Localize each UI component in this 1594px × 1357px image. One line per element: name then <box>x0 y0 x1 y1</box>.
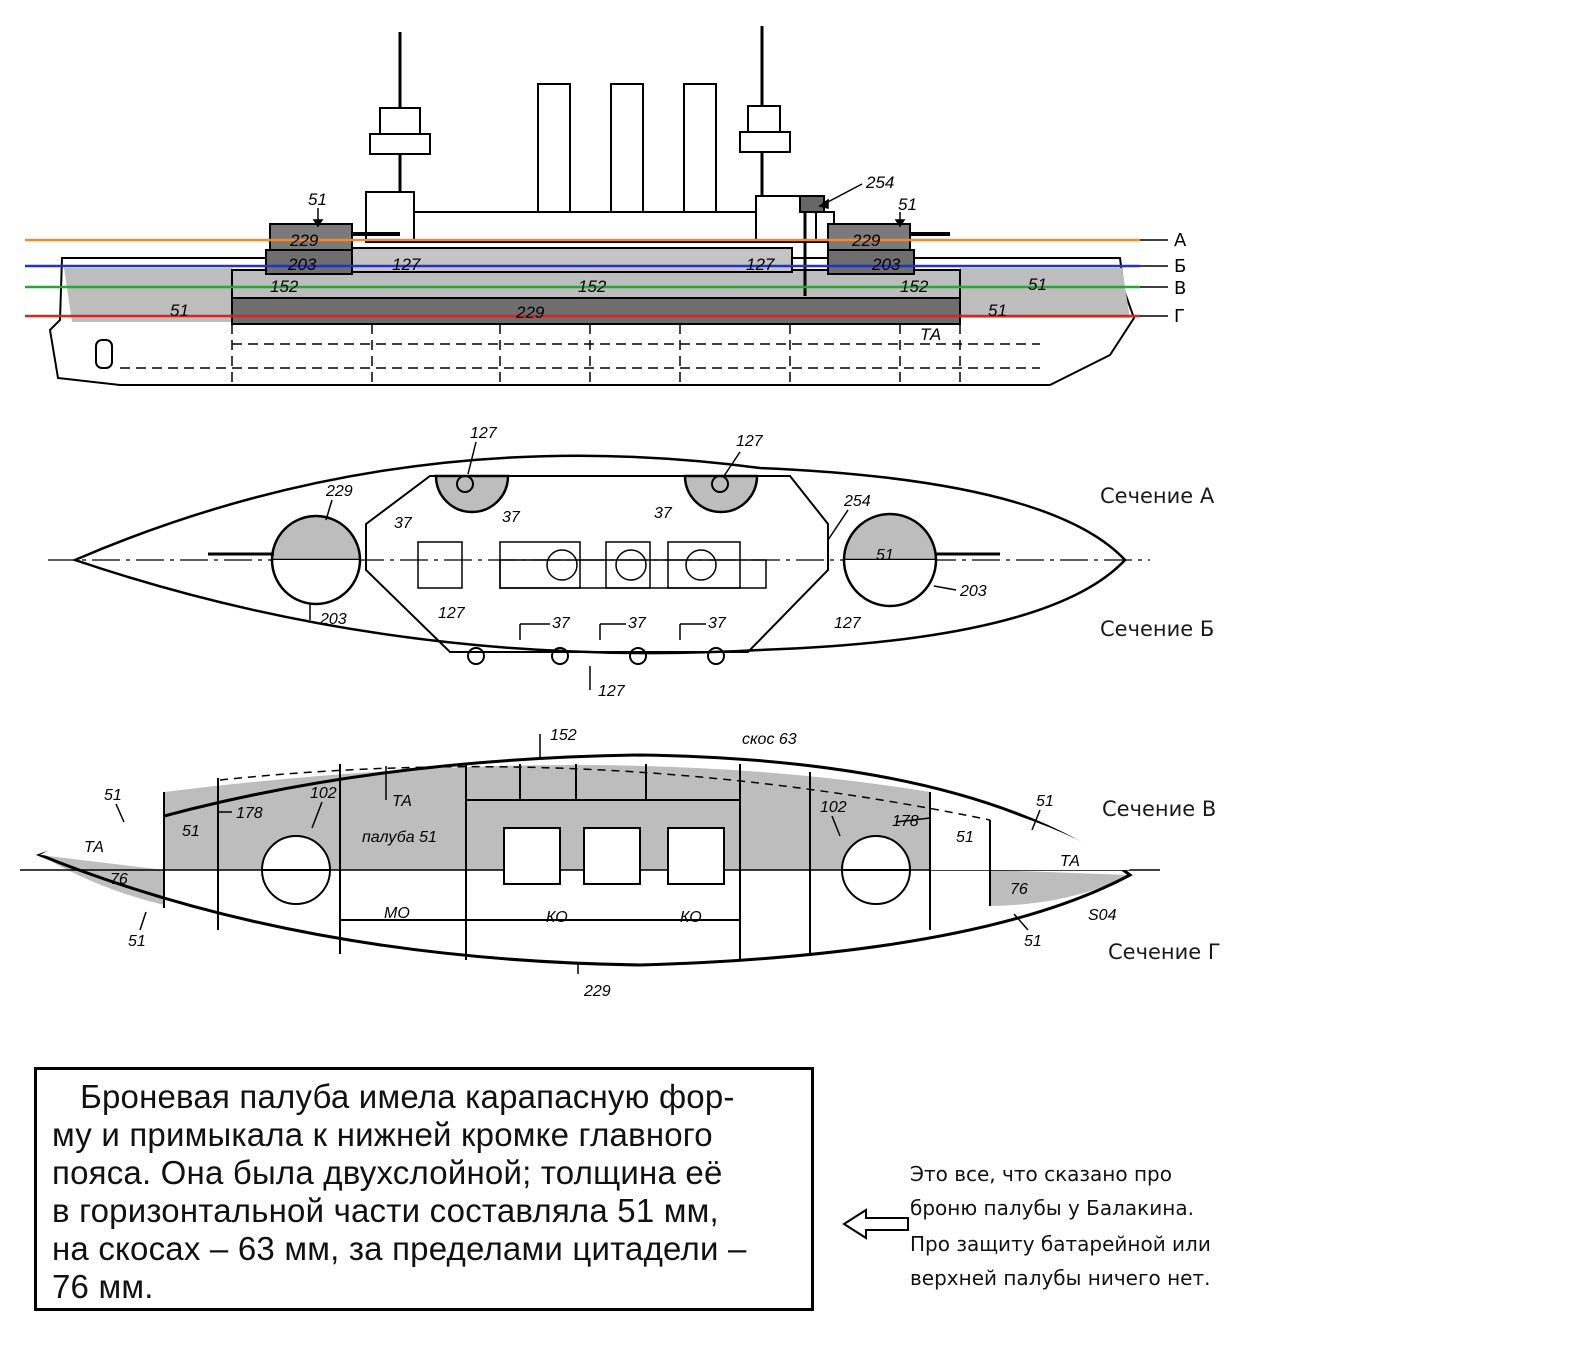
deck-label-b: Б <box>1174 256 1186 277</box>
plan-ab-casemate-fwd: 127 <box>470 425 498 442</box>
section-label-b: Сечение Б <box>1100 617 1215 641</box>
profile-upper-belt-fwd: 152 <box>270 277 299 296</box>
section-label-v: Сечение В <box>1102 797 1217 821</box>
deck-label-g: Г <box>1174 306 1185 327</box>
deck-label-a: А <box>1174 230 1187 251</box>
plan-vg <box>20 753 1160 967</box>
plan-ab-ct: 254 <box>843 493 871 510</box>
profile-aft-barbette: 203 <box>871 255 901 274</box>
plan-ab-37-c: 37 <box>654 505 673 522</box>
plan-vg-ko2: КО <box>680 909 702 926</box>
quote-line-4: в горизонтальной части составляла 51 мм, <box>52 1192 719 1229</box>
plan-ab-37-f: 37 <box>708 615 727 632</box>
quote-line-2: му и примыкала к нижней кромке главного <box>52 1116 713 1153</box>
note-line-4: верхней палубы ничего нет. <box>910 1266 1211 1290</box>
plan-vg-bow-51-upper: 51 <box>104 787 122 804</box>
plan-vg-fwd-178: 178 <box>236 805 263 822</box>
plan-vg-stern-76: 76 <box>1010 881 1028 898</box>
profile-torpedo-tube: ТА <box>920 325 941 344</box>
quote-line-6: 76 мм. <box>52 1268 154 1305</box>
profile-upper-belt-aft: 152 <box>900 277 929 296</box>
plan-vg-mo: МО <box>384 905 410 922</box>
plan-vg-ko1: КО <box>546 909 568 926</box>
deck-level-lines <box>25 238 1140 318</box>
profile-stern-lower: 51 <box>988 301 1007 320</box>
note-line-3: Про защиту батарейной или <box>910 1232 1211 1256</box>
profile-battery-aft: 127 <box>746 255 775 274</box>
profile-stern-belt: 51 <box>1028 275 1047 294</box>
profile-fwd-turret: 229 <box>289 231 319 250</box>
plan-ab-battery-side-fwd: 127 <box>438 605 466 622</box>
profile-battery-fwd: 127 <box>392 255 421 274</box>
section-label-a: Сечение А <box>1100 484 1215 508</box>
plan-vg-fwd-51: 51 <box>182 823 200 840</box>
deck-label-v: В <box>1174 278 1186 299</box>
plan-ab <box>48 454 1150 665</box>
profile-conning-tower: 254 <box>865 173 894 192</box>
quote-line-3: пояса. Она была двухслойной; толщина её <box>52 1154 723 1191</box>
plan-ab-barbette-fwd: 203 <box>319 611 347 628</box>
plan-ab-37-d: 37 <box>552 615 571 632</box>
plan-ab-casemate-aft: 127 <box>736 433 764 450</box>
note-line-2: броню палубы у Балакина. <box>910 1196 1194 1220</box>
left-arrow-icon <box>842 1208 909 1240</box>
plan-vg-belt-top: 152 <box>550 727 577 744</box>
quote-line-5: на скосах – 63 мм, за пределами цитадели… <box>52 1230 747 1267</box>
profile-fwd-barbette: 203 <box>287 255 317 274</box>
plan-vg-stern-51-lower: 51 <box>1024 933 1042 950</box>
profile-aft-turret: 229 <box>851 231 881 250</box>
profile-bow-belt: 51 <box>170 301 189 320</box>
plan-vg-belt-bottom: 229 <box>583 983 611 1000</box>
plan-vg-aft-51: 51 <box>956 829 974 846</box>
plan-vg-slope: скос 63 <box>742 731 797 748</box>
plan-ab-battery-side-aft: 127 <box>834 615 862 632</box>
book-quote-box: Броневая палуба имела карапасную фор- му… <box>34 1067 814 1311</box>
profile-main-belt: 229 <box>515 303 545 322</box>
plan-vg-deck: палуба 51 <box>362 829 437 846</box>
note-line-1: Это все, что сказано про <box>910 1162 1172 1186</box>
plan-ab-turret-fwd: 229 <box>325 483 353 500</box>
section-label-g: Сечение Г <box>1108 940 1221 964</box>
plan-vg-stern-51-upper: 51 <box>1036 793 1054 810</box>
plan-ab-turret-aft: 51 <box>876 547 894 564</box>
plan-vg-bow-76: 76 <box>110 871 128 888</box>
profile-fwd-turret-top: 51 <box>308 190 327 209</box>
side-profile <box>48 26 1136 386</box>
plan-ab-37-a: 37 <box>394 515 413 532</box>
plan-vg-bow-51-lower: 51 <box>128 933 146 950</box>
plan-ab-battery-bottom: 127 <box>598 683 626 700</box>
plan-vg-mark: S04 <box>1088 907 1117 924</box>
plan-ab-37-b: 37 <box>502 509 521 526</box>
plan-vg-ta-fwd: ТА <box>392 793 412 810</box>
plan-vg-ta-stern: ТА <box>1060 853 1080 870</box>
profile-aft-turret-top: 51 <box>898 195 917 214</box>
plan-vg-ta-bow: ТА <box>84 839 104 856</box>
plan-ab-barbette-aft: 203 <box>959 583 987 600</box>
plan-ab-37-e: 37 <box>628 615 647 632</box>
profile-upper-belt-mid: 152 <box>578 277 607 296</box>
quote-line-1: Броневая палуба имела карапасную фор- <box>52 1078 735 1115</box>
plan-vg-fwd-102: 102 <box>310 785 337 802</box>
plan-vg-aft-102: 102 <box>820 799 847 816</box>
